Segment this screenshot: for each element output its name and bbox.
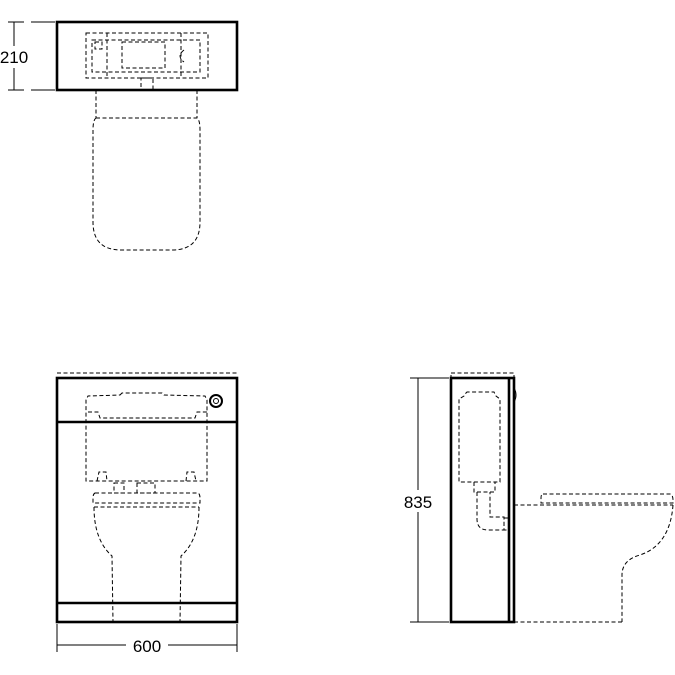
side-cistern-hidden: [458, 391, 510, 531]
front-cistern-hidden: [85, 392, 208, 494]
front-dimension: 600: [56, 624, 238, 656]
plan-dimension: 210: [0, 21, 55, 91]
dimension-label-835: 835: [404, 493, 432, 512]
dimension-label-600: 600: [133, 637, 161, 656]
front-pan-hidden: [92, 492, 201, 623]
side-pan-hidden: [514, 493, 674, 623]
front-unit-outline: [55, 376, 239, 624]
flush-button-icon: [209, 394, 223, 408]
plan-unit-outline: [55, 20, 239, 92]
front-view: 600: [55, 372, 239, 656]
side-dimension: 835: [400, 377, 449, 623]
plan-view: 210: [0, 20, 239, 251]
dimension-label-210: 210: [0, 48, 28, 67]
plan-toilet-pan-hidden: [92, 90, 201, 251]
side-view: 835: [400, 372, 674, 624]
side-unit-outline: [449, 376, 516, 624]
plan-cistern-hidden: [85, 32, 209, 91]
flush-button-inner-icon: [213, 398, 219, 404]
